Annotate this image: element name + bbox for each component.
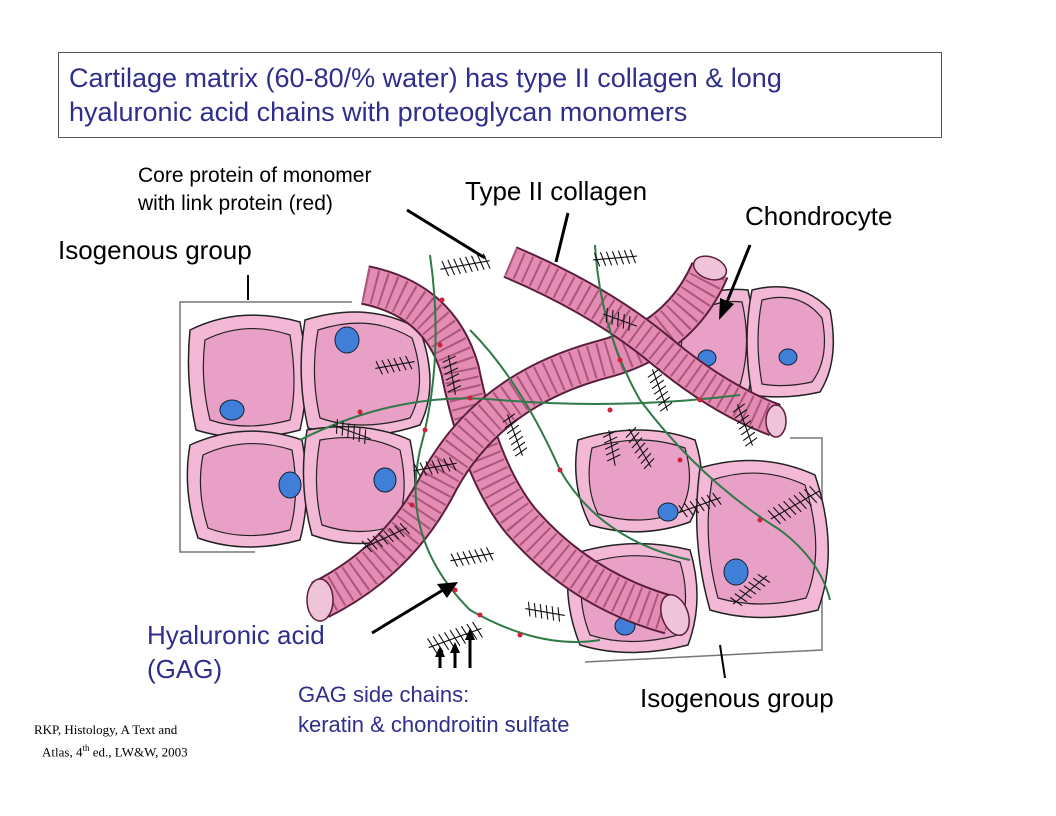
citation: RKP, Histology, A Text and Atlas, 4th ed… (34, 720, 188, 761)
citation-line-1: RKP, Histology, A Text and (34, 720, 188, 739)
core-protein-label: Core protein of monomer with link protei… (138, 162, 371, 218)
gag-arrow-head-1 (435, 646, 445, 657)
gag-side-chains-label-line-2: keratin & chondroitin sulfate (298, 710, 570, 740)
hyaluronic-acid-label-line-1: Hyaluronic acid (147, 618, 325, 652)
hyaluronic-acid-arrow-shaft (372, 590, 443, 633)
type2-collagen-pointer (556, 213, 568, 262)
chondrocyte-cluster-left (187, 312, 430, 547)
isogenous-group-bottom-pointer (720, 645, 725, 678)
citation-line-2-suffix: ed., LW&W, 2003 (89, 744, 187, 759)
chondrocyte-cluster-right (568, 430, 829, 653)
gag-side-chains-label-line-1: GAG side chains: (298, 680, 570, 710)
chondrocyte-label: Chondrocyte (745, 201, 892, 232)
type2-collagen-label: Type II collagen (465, 176, 647, 207)
citation-line-2: Atlas, 4th ed., LW&W, 2003 (34, 739, 188, 761)
core-protein-pointer (407, 210, 485, 258)
gag-side-chains-label: GAG side chains: keratin & chondroitin s… (298, 680, 570, 740)
isogenous-group-label-bottom: Isogenous group (640, 683, 834, 714)
hyaluronic-acid-label: Hyaluronic acid (GAG) (147, 618, 325, 686)
core-protein-label-line-2: with link protein (red) (138, 190, 371, 218)
core-protein-label-line-1: Core protein of monomer (138, 162, 371, 190)
citation-line-2-prefix: Atlas, 4 (42, 744, 82, 759)
isogenous-group-label-top: Isogenous group (58, 235, 252, 266)
